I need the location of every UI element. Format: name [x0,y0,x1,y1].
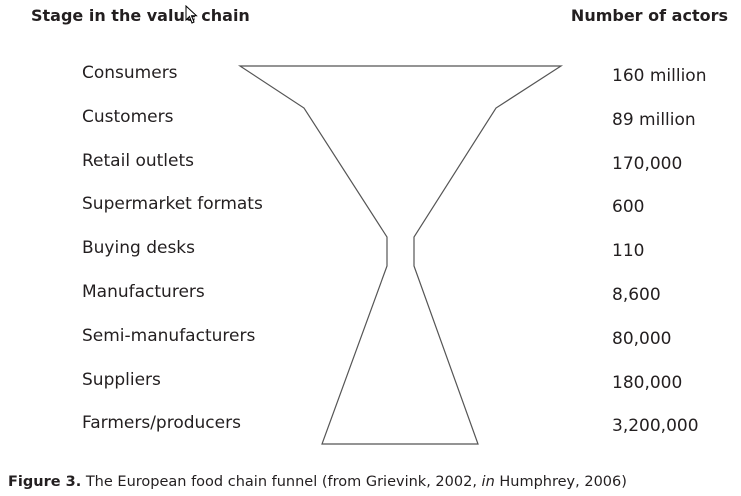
caption-text-after: Humphrey, 2006) [494,474,627,490]
figure-caption: Figure 3. The European food chain funnel… [8,474,627,490]
count-buying-desks: 110 [612,241,645,261]
count-manufacturers: 8,600 [612,285,661,305]
count-farmers-producers: 3,200,000 [612,416,699,436]
count-column-header: Number of actors [570,6,728,25]
count-customers: 89 million [612,110,696,130]
stage-column-header: Stage in the value chain [31,6,250,25]
stage-label-farmers-producers: Farmers/producers [82,413,241,433]
stage-label-semi-manufacturers: Semi-manufacturers [82,326,256,346]
count-suppliers: 180,000 [612,373,683,393]
count-consumers: 160 million [612,66,707,86]
count-retail-outlets: 170,000 [612,154,683,174]
stage-label-retail-outlets: Retail outlets [82,151,194,171]
stage-label-customers: Customers [82,107,174,127]
stage-label-buying-desks: Buying desks [82,238,195,258]
caption-italic: in [481,474,495,490]
mouse-pointer-icon [185,5,198,24]
funnel-outline [237,65,564,445]
stage-label-consumers: Consumers [82,63,178,83]
caption-text-before: The European food chain funnel (from Gri… [81,474,482,490]
stage-label-suppliers: Suppliers [82,370,161,390]
stage-label-supermarket-formats: Supermarket formats [82,194,263,214]
count-supermarket-formats: 600 [612,197,645,217]
stage-label-manufacturers: Manufacturers [82,282,205,302]
count-semi-manufacturers: 80,000 [612,329,672,349]
figure-number: Figure 3. [8,474,82,490]
